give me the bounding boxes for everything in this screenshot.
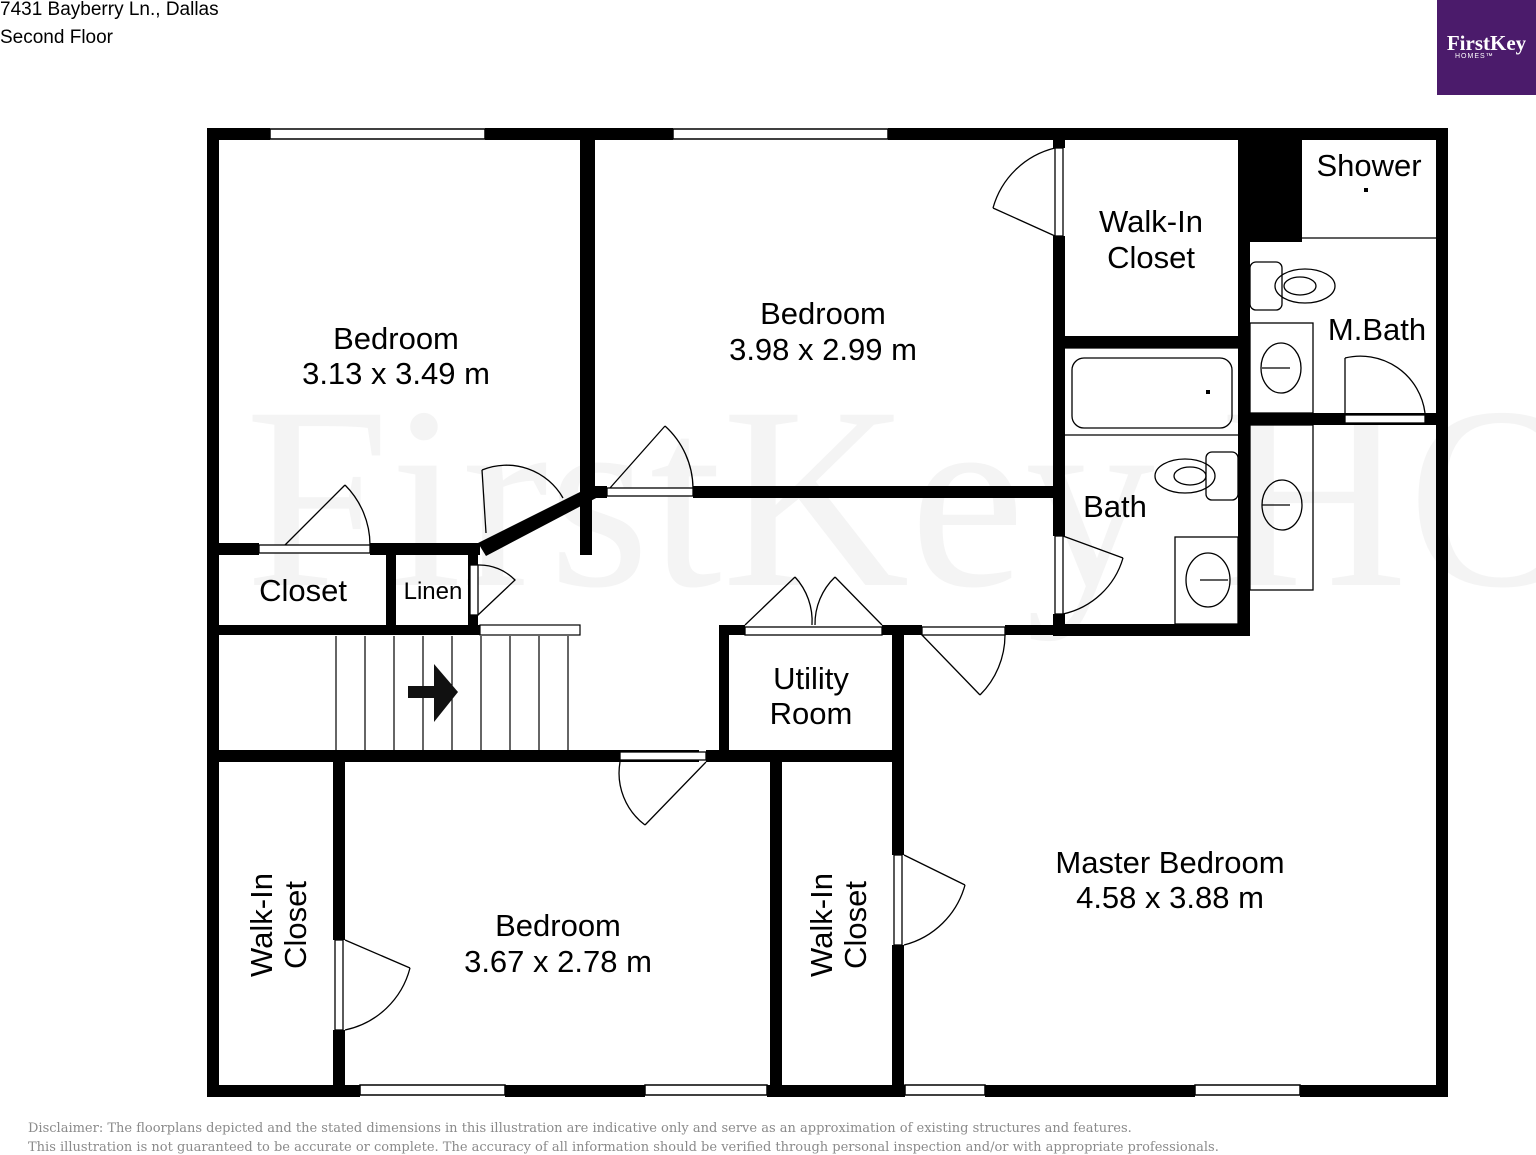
- room-name-utility-1: Utility: [773, 661, 849, 696]
- room-name-linen: Linen: [404, 578, 463, 605]
- room-name-bedroom-nw: Bedroom: [333, 321, 459, 356]
- room-dims-bedroom-s: 3.67 x 2.78 m: [464, 944, 652, 979]
- room-name-bedroom-s: Bedroom: [495, 908, 621, 943]
- shower-drain-icon: [1364, 188, 1368, 192]
- room-name-walkin-sw-1: Walk-In: [244, 873, 279, 977]
- room-name-bath: Bath: [1083, 489, 1147, 524]
- room-name-walkin-sm-1: Walk-In: [804, 873, 839, 977]
- address-text: 7431 Bayberry Ln., Dallas: [0, 0, 219, 20]
- room-dims-bedroom-n: 3.98 x 2.99 m: [729, 332, 917, 367]
- room-name-master: Master Bedroom: [1055, 845, 1284, 880]
- room-name-closet: Closet: [259, 573, 347, 608]
- floor-label: Second Floor: [0, 27, 114, 48]
- logo-brand: FirstKey: [1446, 31, 1527, 55]
- sink-icon: [1261, 479, 1303, 531]
- firstkey-logo: FirstKey HOMES™: [1437, 0, 1536, 95]
- fixtures: [1065, 188, 1436, 625]
- room-name-shower: Shower: [1316, 148, 1421, 183]
- toilet-icon: [1154, 451, 1239, 501]
- room-name-walkin-sw-2: Closet: [278, 881, 313, 969]
- bathtub-icon: [1071, 357, 1233, 429]
- room-name-utility-2: Room: [770, 696, 853, 731]
- stair-direction-arrow-icon: [408, 664, 458, 722]
- room-name-walkin-n-1: Walk-In: [1099, 204, 1203, 239]
- sink-icon: [1260, 342, 1302, 394]
- disclaimer-line-1: Disclaimer: The floorplans depicted and …: [28, 1121, 1132, 1136]
- room-name-walkin-sm-2: Closet: [838, 881, 873, 969]
- sink-icon: [1185, 552, 1231, 608]
- logo-sub: HOMES™: [1455, 53, 1494, 60]
- room-name-walkin-n-2: Closet: [1107, 240, 1195, 275]
- room-dims-master: 4.58 x 3.88 m: [1076, 880, 1264, 915]
- angled-wall: [478, 486, 600, 556]
- doors: [258, 147, 1426, 1031]
- disclaimer-line-2: This illustration is not guaranteed to b…: [28, 1140, 1219, 1155]
- room-name-bedroom-n: Bedroom: [760, 296, 886, 331]
- room-labels: Bedroom 3.13 x 3.49 m Bedroom 3.98 x 2.9…: [244, 148, 1426, 979]
- toilet-icon: [1249, 261, 1336, 311]
- room-name-mbath: M.Bath: [1328, 312, 1426, 347]
- stairs: [335, 624, 581, 750]
- room-dims-bedroom-nw: 3.13 x 3.49 m: [302, 356, 490, 391]
